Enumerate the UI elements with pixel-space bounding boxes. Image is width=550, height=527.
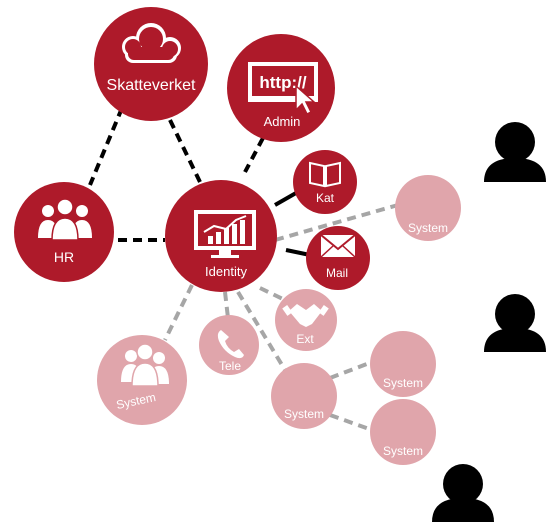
node-hr[interactable]: HR [14, 182, 114, 282]
user-1 [484, 122, 546, 182]
node-label-system-mid: System [284, 407, 324, 421]
node-system-right[interactable]: System [395, 175, 461, 241]
node-system-mid[interactable]: System [271, 363, 337, 429]
user-3 [432, 464, 494, 522]
link-identity-system-right [274, 203, 399, 242]
node-system-a[interactable]: System [370, 331, 436, 397]
node-label-kat: Kat [316, 191, 335, 205]
node-tele[interactable]: Tele [199, 315, 259, 375]
node-label-system-right: System [408, 221, 448, 235]
cloud-icon-inner [125, 27, 178, 60]
link-identity-mail [285, 248, 311, 257]
people-group-icon [38, 198, 92, 241]
node-admin[interactable]: http:// Admin [227, 34, 335, 142]
connections [88, 107, 399, 432]
link-system-mid-system-b [329, 413, 373, 432]
node-label-system-b: System [383, 444, 423, 458]
node-label-tele: Tele [219, 359, 241, 373]
node-identity[interactable]: Identity [165, 180, 277, 292]
link-identity-system-mid [236, 290, 287, 372]
http-cursor-icon: http:// [248, 62, 318, 116]
node-label-identity: Identity [205, 264, 247, 279]
node-mail[interactable]: Mail [306, 226, 370, 290]
node-ext[interactable]: Ext [275, 289, 337, 351]
link-skatteverket-hr [88, 107, 124, 186]
link-skatteverket-identity [168, 119, 202, 183]
link-identity-ext [259, 286, 286, 302]
phone-icon [217, 330, 244, 359]
person-icon [432, 464, 494, 522]
envelope-icon [320, 234, 356, 258]
link-identity-system-people [163, 284, 194, 341]
node-label-admin: Admin [264, 114, 301, 129]
node-label-mail: Mail [326, 266, 348, 280]
handshake-icon [282, 304, 329, 327]
user-2 [484, 294, 546, 352]
link-system-mid-system-a [329, 360, 373, 380]
node-label-ext: Ext [296, 332, 314, 346]
node-skatteverket[interactable]: Skatteverket [94, 7, 208, 121]
person-icon [484, 294, 546, 352]
book-icon [309, 161, 341, 188]
node-label-system-a: System [383, 376, 423, 390]
node-label-skatteverket: Skatteverket [107, 77, 196, 94]
node-system-b[interactable]: System [370, 399, 436, 465]
link-admin-identity [243, 137, 265, 173]
http-icon-text: http:// [259, 73, 306, 92]
node-kat[interactable]: Kat [293, 150, 357, 214]
people-group-icon [121, 343, 169, 387]
link-identity-tele [223, 291, 230, 319]
person-icon [484, 122, 546, 182]
node-system-people[interactable]: System [97, 335, 187, 425]
monitor-chart-icon [194, 210, 256, 258]
link-identity-kat [274, 191, 297, 207]
node-label-hr: HR [54, 249, 74, 265]
